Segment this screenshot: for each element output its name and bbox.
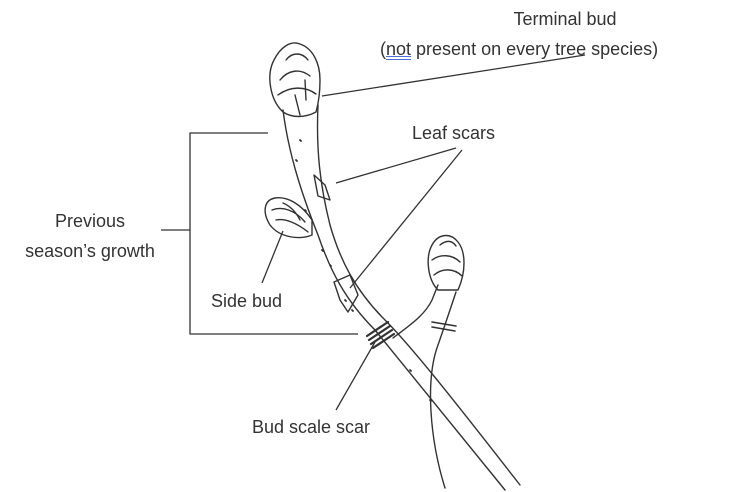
terminal-bud-scales: [278, 54, 316, 115]
right-bud-shape: [428, 236, 464, 290]
side-bud-label: Side bud: [211, 290, 282, 312]
terminal-bud-note: (not present on every tree species): [380, 38, 658, 60]
leaf-scars-label: Leaf scars: [412, 122, 495, 144]
branch-stem-right: [431, 292, 456, 488]
previous-season-line2: season’s growth: [0, 240, 180, 262]
terminal-bud-leader: [322, 55, 585, 96]
terminal-note-not: not: [386, 39, 411, 59]
side-bud-shape: [265, 198, 312, 238]
leaf-scar-leader-upper: [336, 148, 456, 183]
bud-scale-scar-label: Bud scale scar: [252, 416, 370, 438]
branch-stem: [393, 285, 438, 338]
leaf-scar-leader-lower: [350, 150, 462, 288]
side-bud-scales: [272, 203, 308, 232]
side-bud-leader: [262, 231, 283, 283]
previous-season-line1: Previous: [0, 210, 180, 232]
terminal-note-rest: present on every tree species): [411, 39, 658, 59]
right-bud-scales: [432, 241, 462, 276]
terminal-bud-text: Terminal bud: [513, 9, 616, 29]
terminal-bud-label: Terminal bud: [470, 8, 660, 30]
bud-scale-scar-leader: [336, 342, 375, 410]
previous-season-label: Previous season’s growth: [0, 210, 180, 262]
